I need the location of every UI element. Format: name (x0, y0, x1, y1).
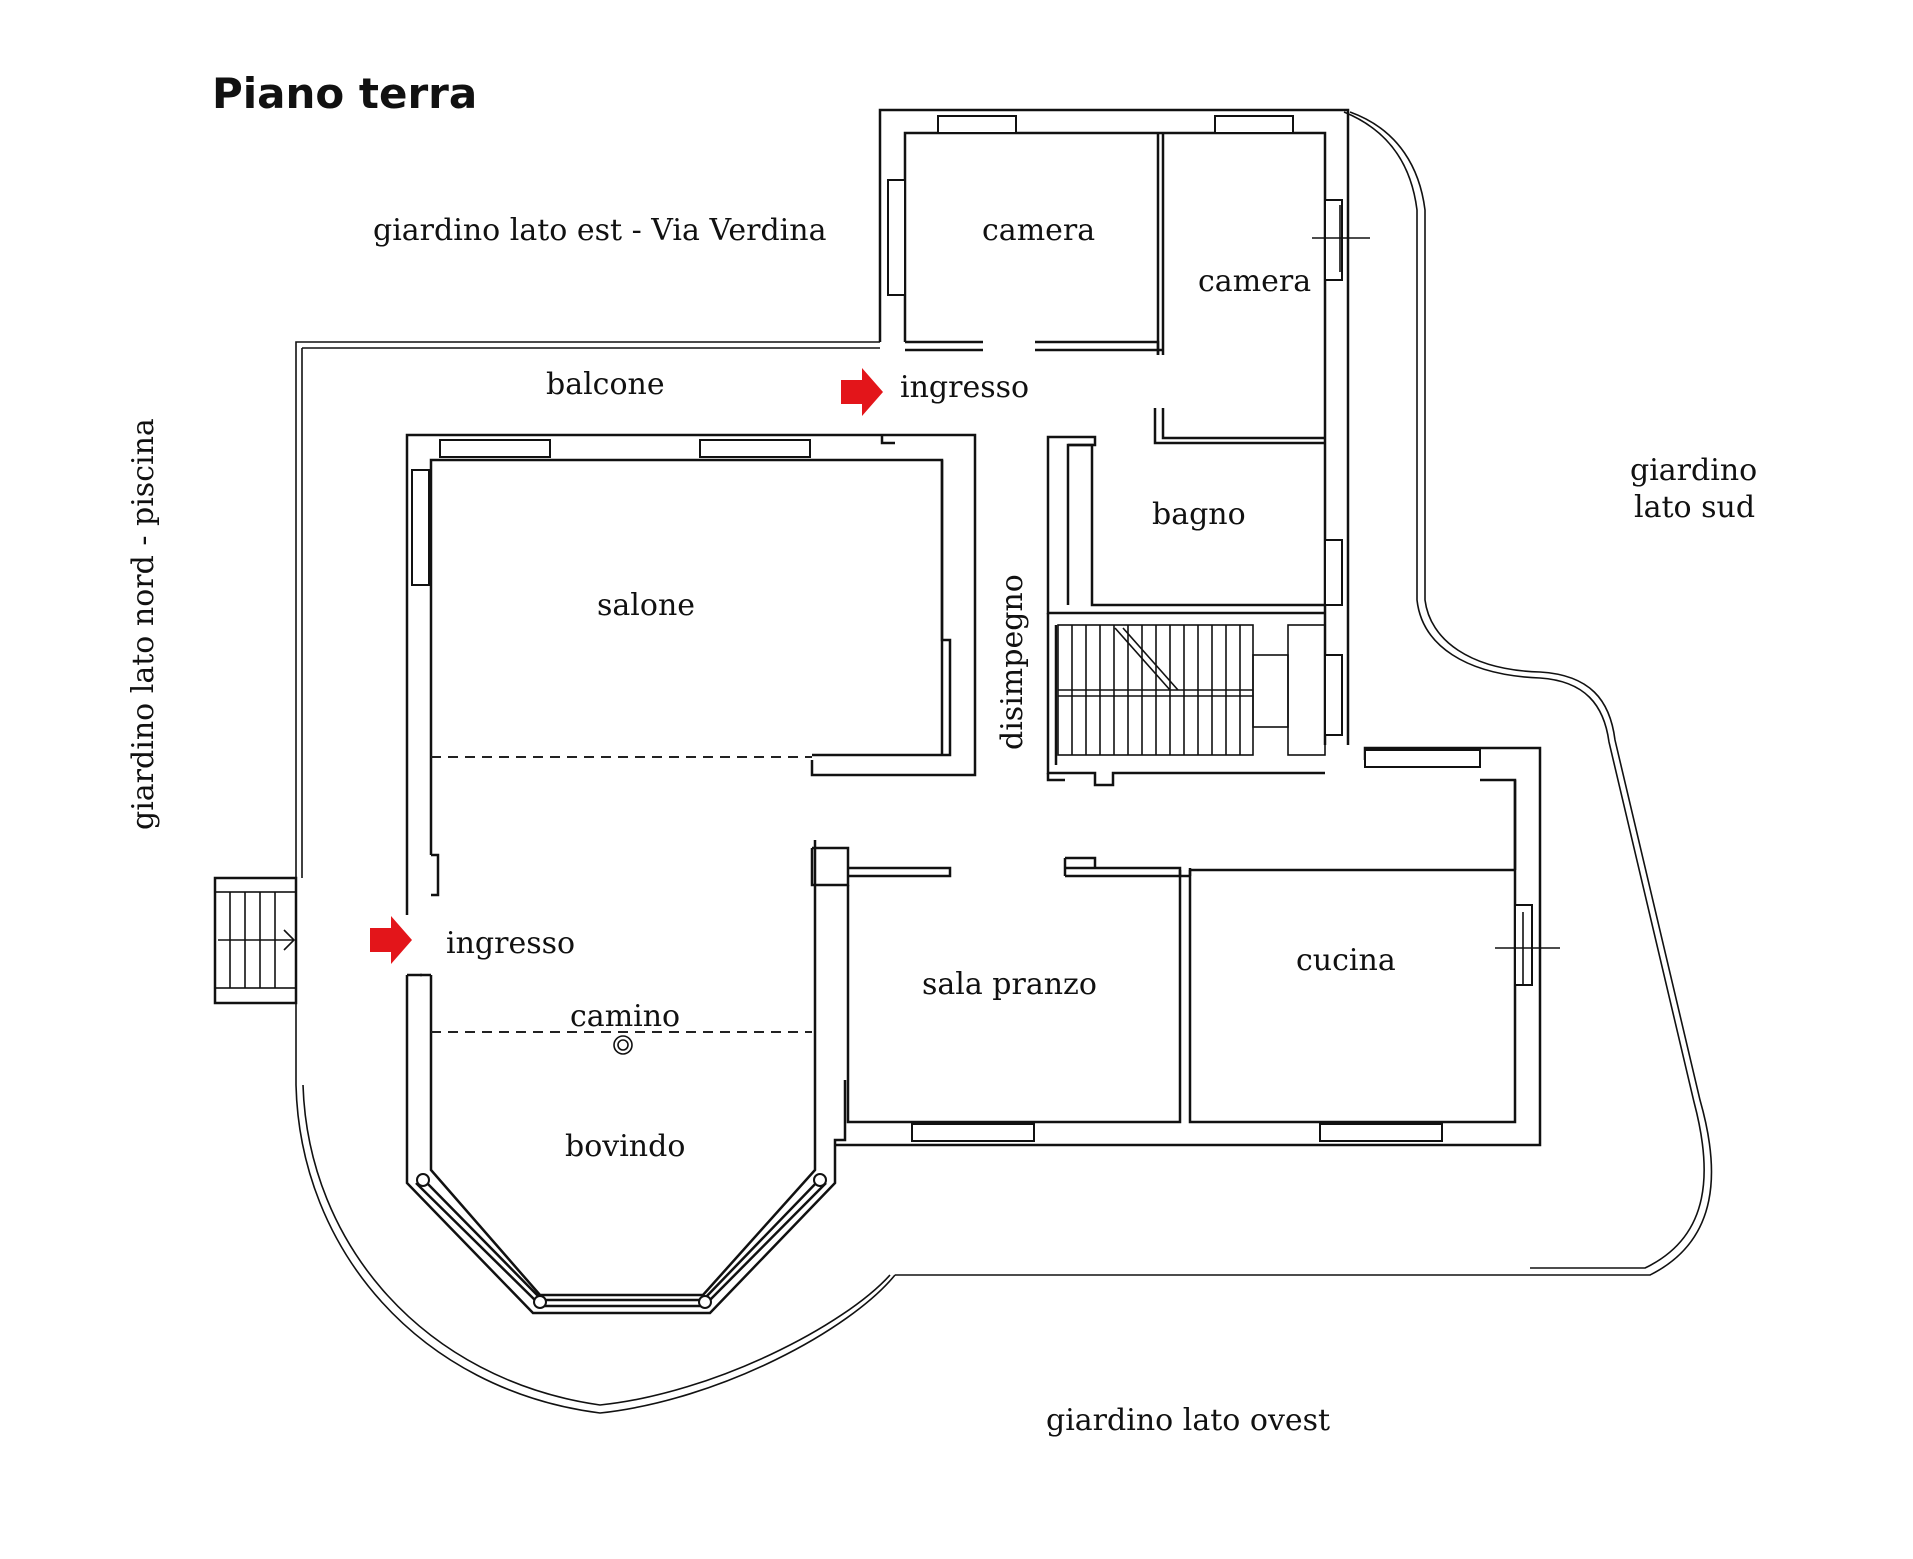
label-garden-south-line2: lato sud (1634, 490, 1755, 525)
walls-dining-kitchen (835, 746, 1542, 1147)
staircase (1046, 613, 1326, 787)
walls-living (405, 433, 977, 1315)
fireplace-icon (613, 1035, 633, 1055)
label-entrance-top: ingresso (900, 370, 1029, 405)
label-bedroom-2: camera (1198, 264, 1311, 299)
windows (411, 115, 1560, 1142)
label-balcony: balcone (546, 367, 665, 402)
terrace-boundary (295, 111, 1713, 1414)
entrance-arrow-top (841, 368, 883, 416)
plan-title: Piano terra (212, 69, 477, 118)
label-living-room: salone (597, 588, 695, 623)
label-garden-south-line1: giardino (1630, 453, 1757, 488)
entrance-steps (213, 876, 298, 1005)
label-entrance-left: ingresso (446, 926, 575, 961)
entrance-arrow-left (370, 916, 412, 964)
label-bay-window: bovindo (565, 1129, 685, 1164)
label-fireplace: camino (570, 999, 680, 1034)
label-garden-west: giardino lato ovest (1046, 1403, 1330, 1438)
label-hallway: disimpegno (995, 574, 1030, 750)
label-kitchen: cucina (1296, 943, 1396, 978)
beam-lines (431, 756, 812, 1033)
label-bedroom-1: camera (982, 213, 1095, 248)
label-garden-east: giardino lato est - Via Verdina (373, 213, 827, 248)
label-garden-north: giardino lato nord - piscina (126, 418, 161, 830)
label-bathroom: bagno (1152, 497, 1246, 532)
label-dining-room: sala pranzo (922, 967, 1097, 1002)
